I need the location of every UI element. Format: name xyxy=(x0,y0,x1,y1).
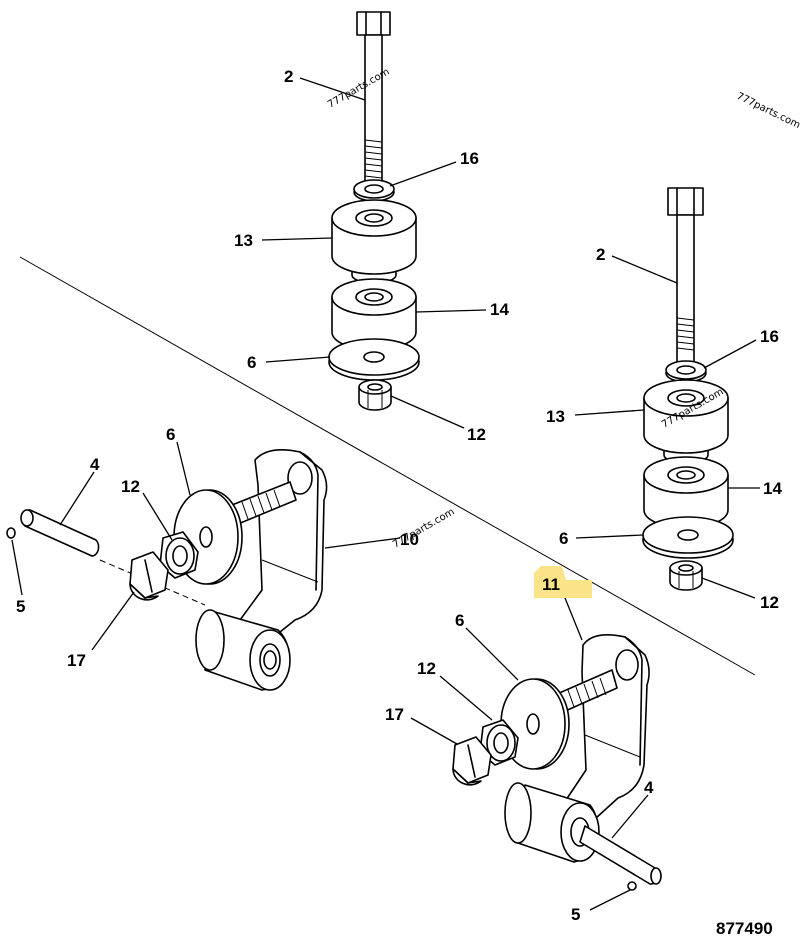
callout-br-6: 6 xyxy=(455,611,464,630)
left-bracket-bush xyxy=(195,609,291,691)
right-bush-13 xyxy=(643,379,729,464)
top-nut-12 xyxy=(358,379,392,411)
callout-left-6: 6 xyxy=(166,425,175,444)
callout-top-12: 12 xyxy=(467,425,486,444)
drawing-number: 877490 xyxy=(716,919,773,938)
right-mount-assembly xyxy=(642,187,734,591)
callout-top-16: 16 xyxy=(460,149,479,168)
callout-br-5: 5 xyxy=(571,905,580,924)
top-washer-16 xyxy=(353,179,395,202)
top-mount-assembly xyxy=(328,11,420,411)
top-washer-6 xyxy=(328,338,420,381)
top-bush-13 xyxy=(331,199,417,284)
br-pin-4 xyxy=(579,825,662,885)
callout-right-6: 6 xyxy=(559,529,568,548)
callout-right-16: 16 xyxy=(760,327,779,346)
label-11-highlight xyxy=(534,566,592,598)
br-bracket-11 xyxy=(565,634,650,819)
right-nut-12 xyxy=(669,560,703,591)
br-capnut-17 xyxy=(452,736,492,786)
right-bolt xyxy=(667,187,704,368)
left-nut-12 xyxy=(159,531,199,579)
leader-lines xyxy=(11,77,760,911)
callout-top-6: 6 xyxy=(247,353,256,372)
callout-left-17: 17 xyxy=(67,651,86,670)
right-washer-16 xyxy=(665,360,707,383)
callout-labels: 2 16 13 14 6 12 2 16 13 14 6 12 4 6 12 1… xyxy=(16,67,782,924)
br-bracket-assembly xyxy=(452,634,662,891)
left-bracket-10 xyxy=(239,449,328,641)
callout-top-2: 2 xyxy=(284,67,293,86)
left-bracket-assembly xyxy=(6,449,328,691)
divider-line xyxy=(19,256,756,676)
top-bush-14 xyxy=(331,278,417,351)
watermark-right-edge: 777parts.com xyxy=(735,91,800,131)
callout-left-5: 5 xyxy=(16,597,25,616)
callout-right-13: 13 xyxy=(546,407,565,426)
left-pin-4 xyxy=(20,509,100,557)
right-bush-14 xyxy=(643,456,729,529)
callout-br-4: 4 xyxy=(644,778,654,797)
callout-right-14: 14 xyxy=(763,479,782,498)
callout-br-11: 11 xyxy=(542,575,560,594)
callout-right-2: 2 xyxy=(596,245,605,264)
callout-br-17: 17 xyxy=(385,705,404,724)
br-clip-5 xyxy=(627,881,637,891)
callout-left-12: 12 xyxy=(121,477,140,496)
callout-right-12: 12 xyxy=(760,593,779,612)
left-clip-5 xyxy=(6,527,16,539)
right-washer-6 xyxy=(642,516,734,559)
left-capnut-17 xyxy=(129,551,169,601)
callout-br-12: 12 xyxy=(417,659,436,678)
callout-top-13: 13 xyxy=(234,231,253,250)
callout-left-10: 10 xyxy=(400,530,419,549)
callout-top-14: 14 xyxy=(490,300,509,319)
callout-left-4: 4 xyxy=(90,455,100,474)
top-bolt xyxy=(356,11,391,196)
